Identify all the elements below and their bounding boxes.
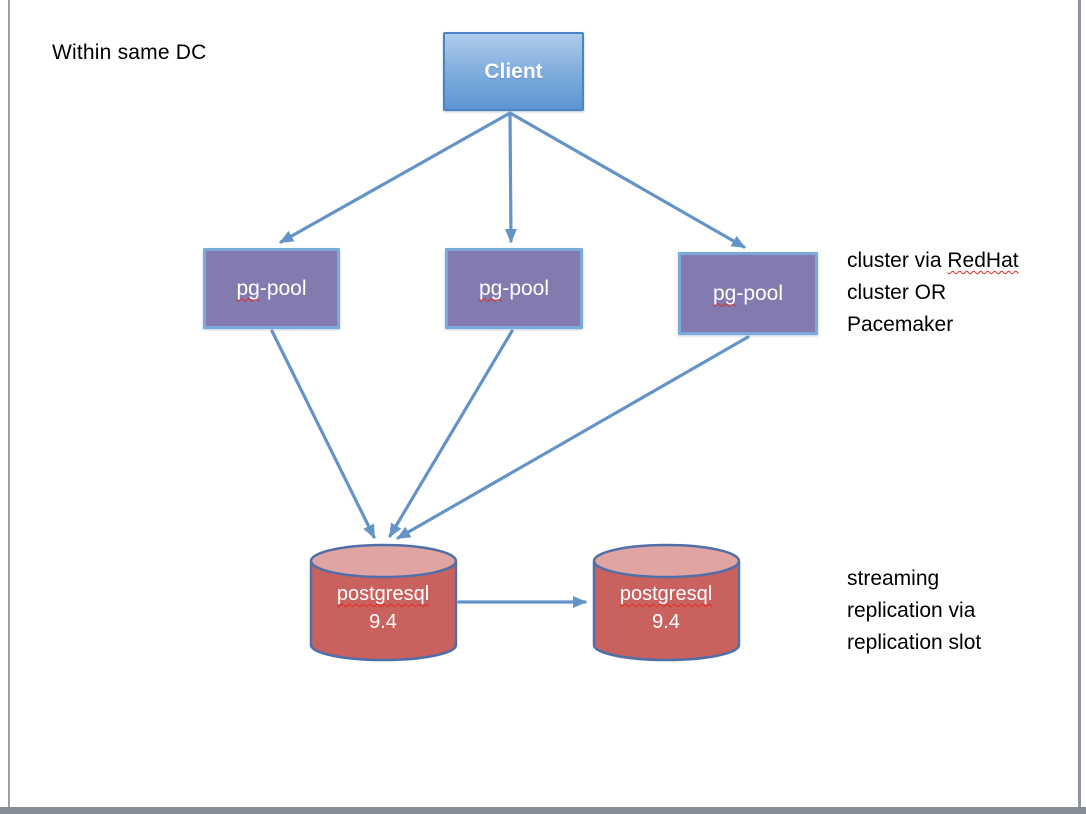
db-primary-label: postgresql 9.4	[310, 580, 456, 636]
annotation-line: cluster OR	[847, 281, 947, 304]
db-cylinder-top	[309, 543, 458, 579]
pgpool-label-rest: -pool	[736, 281, 784, 305]
db-name: postgresql	[619, 583, 713, 605]
annotation-text: cluster via	[847, 249, 948, 272]
pgpool-label-misspelled: pg	[712, 281, 737, 305]
pgpool-label: pg-pool	[479, 277, 549, 301]
pgpool-label-rest: -pool	[259, 276, 307, 300]
db-cylinder-top	[592, 543, 741, 579]
edge-client-to-pgpool-right[interactable]	[508, 111, 746, 249]
edge-pgpool-left-to-db[interactable]	[270, 329, 376, 539]
db-version: 9.4	[652, 611, 680, 633]
node-pgpool-mid[interactable]: pg-pool	[445, 248, 583, 329]
pgpool-label-rest: -pool	[502, 276, 550, 300]
edge-client-to-pgpool-left[interactable]	[279, 111, 512, 244]
annotation-line: streaming	[847, 567, 940, 590]
annotation-line: replication slot	[847, 631, 982, 654]
frame-left-edge	[8, 0, 10, 808]
edge-client-to-pgpool-mid[interactable]	[504, 111, 517, 243]
db-version: 9.4	[369, 611, 397, 633]
db-name: postgresql	[336, 583, 430, 605]
node-pgpool-left[interactable]: pg-pool	[203, 248, 340, 329]
node-client[interactable]: Client	[443, 32, 584, 111]
db-standby-label: postgresql 9.4	[593, 580, 739, 636]
annotation-line: Pacemaker	[847, 313, 954, 336]
pgpool-label-misspelled: pg	[478, 276, 503, 300]
annotation-replication[interactable]: streaming replication via replication sl…	[847, 563, 1077, 659]
annotation-misspelled-word: RedHat	[947, 249, 1019, 272]
annotation-line: replication via	[847, 599, 976, 622]
pgpool-label-misspelled: pg	[236, 276, 260, 300]
client-label: Client	[484, 59, 543, 83]
edge-pgpool-mid-to-db[interactable]	[388, 329, 514, 538]
annotation-line: cluster via RedHat	[847, 245, 1077, 277]
frame-bottom-edge	[0, 807, 1086, 814]
frame-right-edge	[1078, 0, 1081, 808]
pgpool-label: pg-pool	[236, 277, 306, 301]
slide-title[interactable]: Within same DC	[52, 41, 207, 64]
node-pgpool-right[interactable]: pg-pool	[678, 252, 818, 335]
pgpool-label: pg-pool	[713, 282, 783, 306]
annotation-cluster[interactable]: cluster via RedHat cluster OR Pacemaker	[847, 245, 1077, 341]
edge-pgpool-right-to-db[interactable]	[396, 335, 750, 540]
